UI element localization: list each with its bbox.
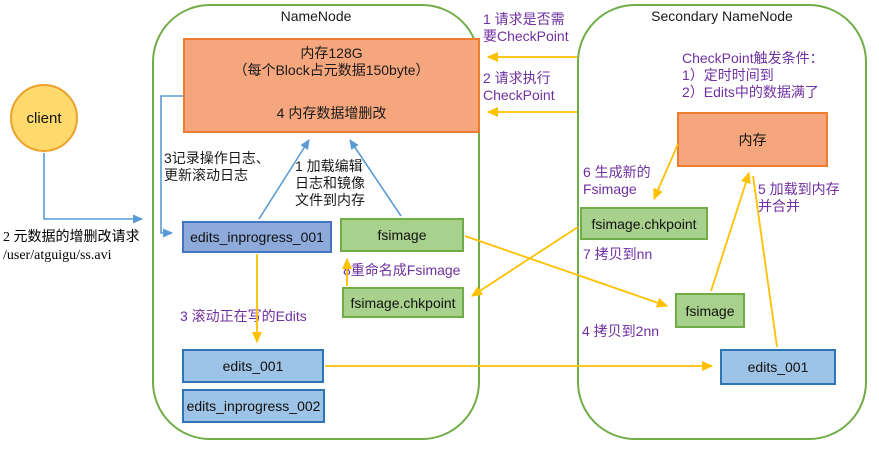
note-copy-to-nn: 7 拷贝到nn: [583, 246, 653, 262]
file-label: fsimage.chkpoint: [350, 294, 456, 311]
arrow-client-to-namenode: [43, 153, 144, 224]
note-load-and-merge: 5 加载到内存 并合并: [758, 181, 840, 214]
secondary-namenode-title: Secondary NameNode: [651, 8, 793, 24]
note-record-log: 3记录操作日志、 更新滚动日志: [164, 150, 270, 183]
memory-label: 内存: [738, 131, 767, 148]
file-edits-001-nn: edits_001: [182, 349, 324, 383]
file-label: edits_inprogress_001: [190, 229, 324, 245]
file-fsimage-chkpoint-nn: fsimage.chkpoint: [342, 287, 464, 318]
file-label: fsimage: [685, 302, 735, 319]
msg-request-execute-checkpoint: 2 请求执行 CheckPoint: [483, 70, 555, 103]
file-label: edits_001: [747, 359, 809, 375]
file-fsimage-2nn: fsimage: [675, 293, 745, 328]
file-label: fsimage: [377, 227, 427, 243]
note-copy-to-2nn: 4 拷贝到2nn: [582, 323, 660, 339]
client-node: client: [10, 84, 78, 152]
note-roll-edits: 3 滚动正在写的Edits: [180, 308, 307, 324]
file-edits-inprogress-002: edits_inprogress_002: [182, 389, 325, 423]
client-label: client: [26, 109, 62, 127]
secondary-namenode-container: [577, 4, 867, 440]
memory-crud-label: 4 内存数据增删改: [276, 105, 387, 121]
secondary-memory-box: 内存: [677, 112, 828, 167]
namenode-container: [152, 4, 480, 440]
memory-block-note: （每个Block占元数据150byte）: [233, 62, 430, 78]
note-generate-fsimage: 6 生成新的 Fsimage: [583, 164, 651, 197]
file-fsimage-nn: fsimage: [340, 218, 464, 252]
file-edits-inprogress-001: edits_inprogress_001: [182, 221, 332, 253]
file-fsimage-chkpoint-2nn: fsimage.chkpoint: [580, 207, 708, 240]
file-edits-001-2nn: edits_001: [720, 349, 836, 385]
note-rename-fsimage: 8重命名成Fsimage: [343, 262, 461, 278]
msg-request-checkpoint-needed: 1 请求是否需 要CheckPoint: [483, 11, 569, 44]
note-checkpoint-trigger-conditions: CheckPoint触发条件： 1）定时时间到 2）Edits中的数据满了: [682, 50, 824, 100]
file-label: fsimage.chkpoint: [591, 215, 697, 232]
note-load-to-memory: 1 加载编辑 日志和镜像 文件到内存: [295, 158, 365, 208]
arrow-copy-chkpoint-to-nn: [470, 226, 579, 297]
file-label: edits_inprogress_002: [186, 398, 321, 414]
file-label: edits_001: [222, 358, 284, 374]
memory-size-label: 内存128G: [300, 45, 363, 61]
namenode-title: NameNode: [280, 8, 352, 24]
client-request-note: 2 元数据的增删改请求 /user/atguigu/ss.avi: [3, 230, 140, 263]
namenode-memory-box: 内存128G （每个Block占元数据150byte） 4 内存数据增删改: [183, 38, 480, 133]
